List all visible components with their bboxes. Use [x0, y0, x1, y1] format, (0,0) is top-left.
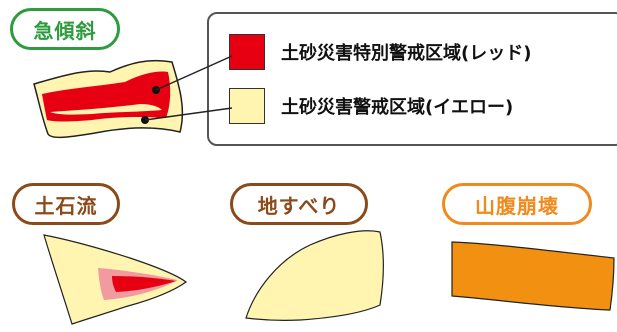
debris-flow-label: 土石流	[12, 183, 120, 225]
debris-flow-area	[43, 234, 188, 325]
legend-item-red: 土砂災害特別警戒区域(レッド)	[229, 34, 531, 70]
legend-label-yellow: 土砂災害警戒区域(イエロー)	[281, 97, 514, 118]
slope-collapse-area	[451, 241, 615, 311]
debris-flow-red-zone	[112, 276, 176, 292]
steep-slope-area	[33, 59, 184, 139]
leader-line-red	[155, 55, 233, 91]
legend-box: 土砂災害特別警戒区域(レッド) 土砂災害警戒区域(イエロー)	[207, 12, 617, 146]
red-zone-swatch	[229, 34, 265, 70]
slope-collapse-label: 山腹崩壊	[442, 183, 592, 225]
landslide-area	[245, 230, 384, 321]
landslide-label: 地すべり	[230, 183, 368, 225]
steep-slope-inner-yellow	[50, 104, 162, 115]
leader-line-yellow	[144, 107, 233, 121]
legend-label-red: 土砂災害特別警戒区域(レッド)	[281, 43, 532, 64]
yellow-zone-swatch	[229, 88, 265, 124]
legend-item-yellow: 土砂災害警戒区域(イエロー)	[229, 88, 513, 124]
steep-slope-label: 急傾斜	[10, 8, 120, 50]
